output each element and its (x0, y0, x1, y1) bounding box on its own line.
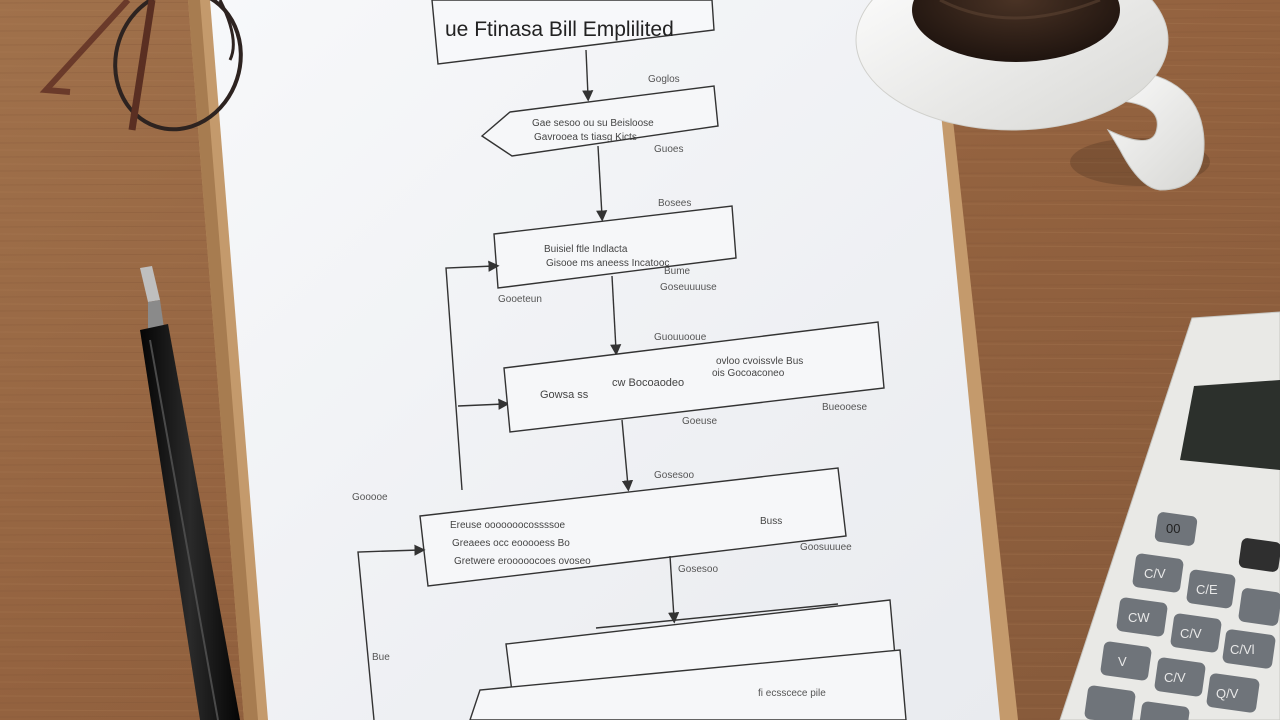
flow-loop-line (445, 260, 500, 491)
flow-annotation: Bosees (658, 198, 691, 209)
calc-key-label: C/Vl (1230, 642, 1255, 657)
calc-key-label: Q/V (1216, 686, 1239, 701)
flowchart-title-box (431, 0, 715, 65)
flow-annotation: Gosesoo (654, 470, 694, 481)
flow-annotation: Goseuuuuse (660, 282, 717, 293)
flow-annotation: Bueooese (822, 402, 867, 413)
fountain-pen (140, 266, 240, 720)
flow-node-2-label-b: Gisooe ms aneess Incatooc (546, 258, 669, 269)
flow-annotation: Goosuuuee (800, 542, 852, 553)
calculator: 00 C/V C/E CW C/V C/Vl V C/V Q/V (1059, 311, 1280, 720)
coffee-mug (855, 0, 1210, 191)
calc-key-label: CW (1128, 610, 1150, 625)
flow-annotation: Gooooe (352, 492, 388, 503)
flow-annotation: Goeuse (682, 416, 717, 427)
calc-key-label: C/V (1164, 670, 1186, 685)
calc-key-label: V (1118, 654, 1127, 669)
flow-loop-line (457, 398, 510, 410)
eyeglasses (39, 0, 243, 132)
flow-node-3-label-c: ois Gocoaconeo (712, 368, 785, 379)
calculator-screen (1180, 380, 1280, 470)
calc-key-label: 00 (1166, 521, 1180, 536)
flow-node-1 (480, 85, 719, 157)
flow-node-3-label-b: cw Bocoaodeo (612, 377, 684, 389)
flow-node-4 (419, 467, 847, 587)
calculator-keys: 00 C/V C/E CW C/V C/Vl V C/V Q/V (1084, 512, 1280, 720)
flow-node-4-label-a: Ereuse ooooooocossssoe (450, 520, 566, 531)
flow-annotation: Goglos (648, 74, 680, 85)
calc-key-label: C/E (1196, 582, 1218, 597)
flowchart: ue Ftinasa Bill Emplilited Goglos Gae se… (352, 0, 907, 720)
flow-annotation: Bue (372, 652, 390, 663)
flow-node-3-label-d: ovloo cvoissvle Bus (716, 356, 803, 367)
flow-arrow (610, 275, 622, 356)
flow-node-3 (503, 321, 885, 433)
flow-loop-line (357, 544, 426, 720)
calc-key-label: C/V (1144, 566, 1166, 581)
flow-annotation: Gosesoo (678, 564, 718, 575)
flow-arrow (668, 555, 680, 624)
flow-arrow (621, 419, 634, 492)
flow-divider (595, 603, 839, 629)
flow-annotation: Gooeteun (498, 294, 542, 305)
flowchart-title: ue Ftinasa Bill Emplilited (445, 18, 674, 41)
flow-arrow (582, 49, 594, 102)
flow-node-2-label-a: Buisiel ftle Indlacta (544, 244, 628, 255)
flow-annotation: Guouuooue (654, 332, 707, 343)
flow-node-4-label-d: Buss (760, 516, 782, 527)
flow-node-1-label-a: Gae sesoo ou su Beisloose (532, 118, 654, 129)
calc-key-label: C/V (1180, 626, 1202, 641)
flow-arrow (596, 145, 608, 222)
flow-node-1-label-b: Gavrooea ts tiasg Kicts (534, 132, 637, 143)
flow-node-6 (469, 649, 907, 720)
flow-annotation: Bume (664, 266, 691, 277)
flow-node-3-label-a: Gowsa ss (540, 389, 589, 401)
flow-node-4-label-c: Gretwere erooooocoes ovoseo (454, 556, 591, 567)
flow-node-4-label-b: Greaees occ eooooess Bo (452, 538, 570, 549)
flow-annotation: fi ecsscece pile (758, 688, 826, 699)
flow-annotation: Guoes (654, 144, 683, 155)
